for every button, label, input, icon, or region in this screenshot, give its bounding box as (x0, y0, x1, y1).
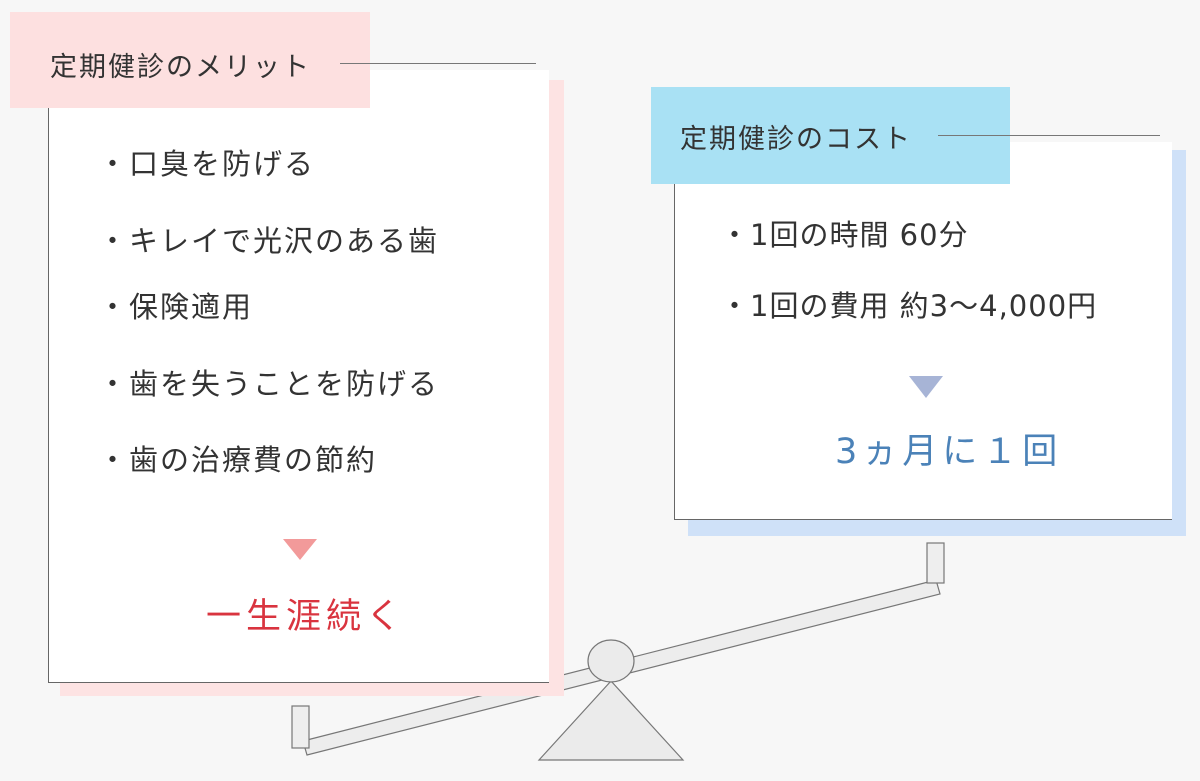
cost-title: 定期健診のコスト (680, 124, 912, 155)
merits-down-arrow-icon (283, 539, 317, 560)
cost-title-rule (938, 135, 1160, 136)
merit-item: ・口臭を防げる (98, 147, 316, 181)
merits-result: 一生涯続く (206, 597, 407, 637)
merits-card (48, 70, 549, 683)
seesaw-pivot (587, 639, 635, 683)
merits-title-rule (340, 63, 536, 64)
merit-item: ・歯の治療費の節約 (98, 443, 378, 477)
merit-item: ・保険適用 (98, 290, 254, 324)
cost-card (674, 142, 1172, 520)
seesaw-right-seat (926, 542, 945, 584)
merit-item: ・歯を失うことを防げる (98, 367, 440, 401)
cost-item: ・1回の時間 60分 (720, 218, 969, 252)
cost-result: 3ヵ月に１回 (835, 432, 1063, 472)
seesaw-left-seat (291, 705, 310, 749)
cost-down-arrow-icon (909, 376, 943, 398)
merits-title: 定期健診のメリット (50, 52, 311, 83)
merits-label-bg (10, 12, 370, 108)
cost-item: ・1回の費用 約3〜4,000円 (720, 289, 1098, 323)
merit-item: ・キレイで光沢のある歯 (98, 224, 440, 258)
